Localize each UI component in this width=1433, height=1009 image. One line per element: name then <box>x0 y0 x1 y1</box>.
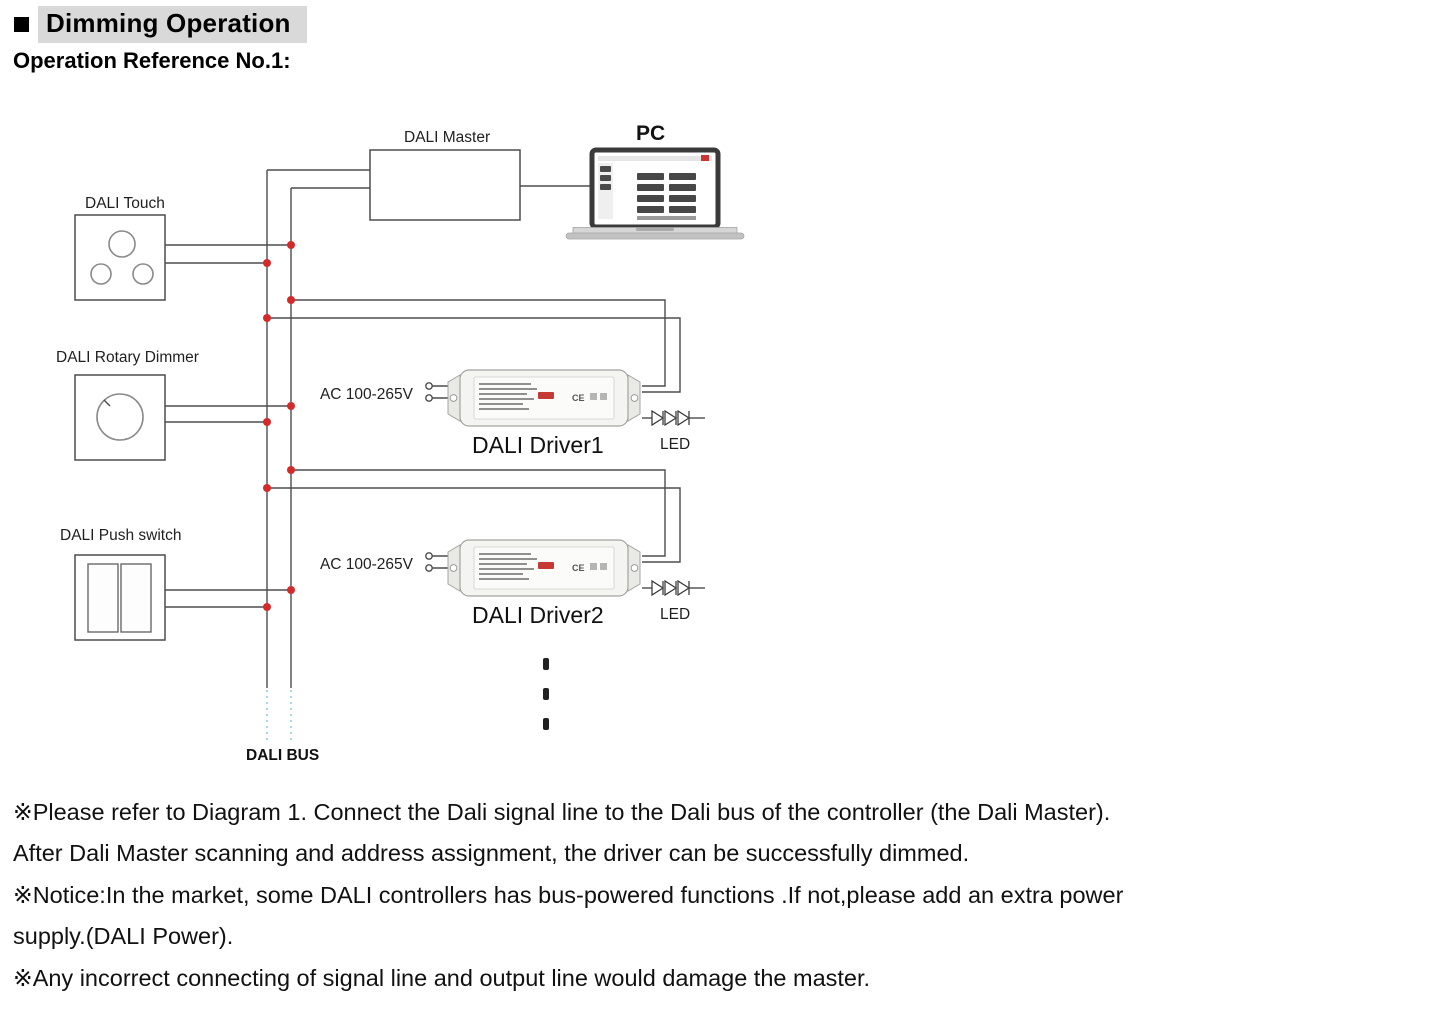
led-diodes <box>651 579 691 597</box>
touch-button <box>90 263 112 285</box>
led-label: LED <box>660 436 690 453</box>
ce-mark: CE <box>572 563 585 573</box>
ac-input-label: AC 100-265V <box>320 386 414 403</box>
certification-icon <box>600 563 607 570</box>
bus-connection-dot <box>263 418 271 426</box>
dali-bus-label: DALI BUS <box>246 747 319 764</box>
bus-connection-dot <box>263 314 271 322</box>
ce-mark: CE <box>572 393 585 403</box>
pc-label: PC <box>636 122 665 145</box>
note-line: After Dali Master scanning and address a… <box>13 839 970 866</box>
rotary-knob <box>96 393 144 441</box>
dali-signal-wire <box>291 299 666 387</box>
ac-terminal <box>425 382 433 390</box>
ac-terminal <box>425 394 433 402</box>
mounting-hole <box>630 564 639 572</box>
operation-reference-label: Operation Reference No.1: <box>13 48 291 73</box>
pc-laptop: PC <box>565 122 745 240</box>
bus-connection-dot <box>287 586 295 594</box>
ac-terminal <box>425 552 433 560</box>
dali-bus: DALI BUS <box>246 169 370 764</box>
ac-input-label: AC 100-265V <box>320 556 414 573</box>
dali-master: DALI Master <box>369 129 592 221</box>
bus-connection-dot <box>287 296 295 304</box>
bus-connection-dot <box>263 484 271 492</box>
push-rocker <box>87 563 119 633</box>
laptop-screen-content <box>598 155 712 220</box>
close-icon <box>701 155 709 161</box>
note-line: ※Notice:In the market, some DALI control… <box>13 881 1124 908</box>
certification-icon <box>600 393 607 400</box>
notes-section: ※Please refer to Diagram 1. Connect the … <box>13 791 1425 999</box>
driver-label-sticker: CE <box>473 376 615 420</box>
brand-logo <box>538 562 554 569</box>
mounting-hole <box>449 394 458 402</box>
dali-master-box <box>369 149 521 221</box>
bus-connection-dot <box>287 466 295 474</box>
wiring-diagram: DALI BUS DALI Master PC <box>56 122 745 764</box>
note-line: ※Any incorrect connecting of signal line… <box>13 964 871 991</box>
dali-master-label: DALI Master <box>404 129 490 146</box>
continuation-ellipsis-icon <box>543 658 549 730</box>
bus-connection-dot <box>263 259 271 267</box>
driver2-name: DALI Driver2 <box>472 602 604 628</box>
driver-label-sticker: CE <box>473 546 615 590</box>
section-title: Dimming Operation <box>38 6 307 43</box>
brand-logo <box>538 392 554 399</box>
dali-signal-wire <box>267 487 681 563</box>
bus-connection-dot <box>263 603 271 611</box>
certification-icon <box>590 393 597 400</box>
laptop-base <box>565 227 745 240</box>
dali-rotary-dimmer: DALI Rotary Dimmer <box>56 349 295 461</box>
touch-button <box>132 263 154 285</box>
dali-rotary-label: DALI Rotary Dimmer <box>56 349 199 366</box>
note-line: ※Please refer to Diagram 1. Connect the … <box>13 798 1111 825</box>
section-bullet-icon <box>14 17 29 32</box>
dali-driver1: AC 100-265V CE <box>263 296 705 458</box>
dali-driver2: AC 100-265V CE <box>263 466 705 628</box>
bus-connection-dot <box>287 402 295 410</box>
ac-terminal <box>425 564 433 572</box>
led-label: LED <box>660 606 690 623</box>
rotary-knob-indicator <box>103 399 111 407</box>
dali-signal-wire <box>291 469 666 557</box>
touch-button <box>108 230 136 258</box>
dali-push-switch: DALI Push switch <box>60 527 295 641</box>
dali-touch-label: DALI Touch <box>85 195 165 212</box>
bus-connection-dot <box>287 241 295 249</box>
push-rocker <box>120 563 152 633</box>
section-header: Dimming Operation <box>14 6 307 43</box>
driver1-name: DALI Driver1 <box>472 432 604 458</box>
certification-icon <box>590 563 597 570</box>
dali-push-label: DALI Push switch <box>60 527 181 544</box>
dali-signal-wire <box>267 317 681 393</box>
dali-touch: DALI Touch <box>74 195 295 301</box>
led-diodes <box>651 409 691 427</box>
mounting-hole <box>449 564 458 572</box>
note-line: supply.(DALI Power). <box>13 922 234 949</box>
mounting-hole <box>630 394 639 402</box>
